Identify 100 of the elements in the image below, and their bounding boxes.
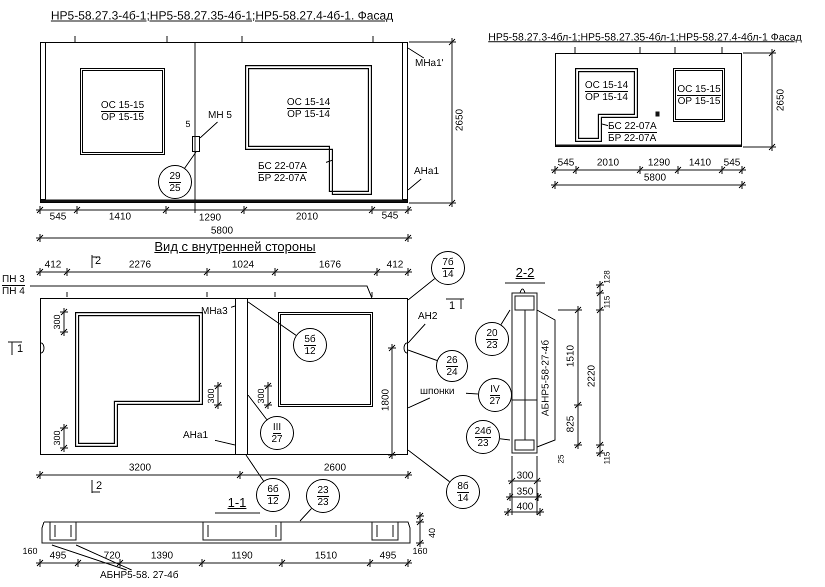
dimension-value: 300 xyxy=(52,430,62,446)
leader-line xyxy=(408,350,438,361)
part-label: МНа3 xyxy=(201,306,231,318)
callout-number: 14 xyxy=(457,492,469,504)
dimension-value: 300 xyxy=(256,388,266,404)
part-label: АНа1 xyxy=(183,430,215,443)
dimension-value: 1800 xyxy=(380,388,392,412)
dimension-value: 300 xyxy=(516,470,534,482)
dimension-value: 160 xyxy=(22,546,38,556)
dimension-value: 1290 xyxy=(648,158,670,168)
dimension-value: 2650 xyxy=(454,108,466,132)
callout-circle xyxy=(293,328,327,362)
leader-line xyxy=(248,301,296,336)
callout-number: 7б xyxy=(442,256,454,268)
callout-number: 23 xyxy=(477,438,489,448)
callout-circle xyxy=(478,378,512,412)
part-label: АБНР5-58-27-4б xyxy=(540,340,552,416)
part-label: ОР 15-15 xyxy=(101,112,144,123)
part-label: ОР 15-15 xyxy=(678,96,720,106)
callout-number: 24б xyxy=(474,426,492,438)
callout-number: 14 xyxy=(442,268,454,280)
callout-number: 6б xyxy=(267,484,279,496)
part-label: ОР 15-14 xyxy=(585,92,628,103)
leader-line xyxy=(246,454,264,482)
dimension-value: 495 xyxy=(50,550,66,562)
section-mark: 2 xyxy=(96,480,102,492)
part-label: БР 22-07А xyxy=(258,173,306,184)
part-label: ОР 15-14 xyxy=(287,109,330,120)
dimension-value: 545 xyxy=(382,210,398,222)
callout-number: 23 xyxy=(486,340,498,350)
leader-line xyxy=(30,286,372,298)
part-label: БР 22-07А xyxy=(608,133,656,144)
dimension-value: 2600 xyxy=(324,462,346,474)
dimension-value: 2650 xyxy=(776,88,786,112)
section-title: 1-1 xyxy=(228,496,246,510)
dimension-value: 5800 xyxy=(644,172,666,184)
leader-line xyxy=(326,160,334,163)
callout-circle xyxy=(260,416,294,450)
part-label: ОС 15-15 xyxy=(100,100,144,112)
leader-line xyxy=(230,306,236,308)
view-title: НР5-58.27.3-4б-1;НР5-58.27.35-4б-1;НР5-58.27.4-4б-1. Фасад xyxy=(50,10,394,22)
dimension-value: 1676 xyxy=(318,260,342,270)
section-mark: 1 xyxy=(448,300,456,312)
leader-line xyxy=(408,398,430,408)
part-label: БС 22-07А xyxy=(608,121,657,133)
dimension-value: 300 xyxy=(206,388,216,404)
leader-line xyxy=(408,48,424,58)
dimension-value: 40 xyxy=(427,528,437,538)
leader-line xyxy=(214,440,236,446)
part-label: АБНР5-58. 27-4б xyxy=(100,570,192,583)
dimension-value: 412 xyxy=(44,260,62,270)
callout-number: 8б xyxy=(457,480,469,492)
callout-number: 12 xyxy=(267,496,279,506)
callout-number: 24 xyxy=(446,366,458,378)
callout-number: 12 xyxy=(304,346,316,356)
callout-number: 27 xyxy=(271,434,283,444)
dimension-value: 1190 xyxy=(231,550,253,562)
part-label: АНа1 xyxy=(414,166,444,179)
dimension-value: 1290 xyxy=(198,212,222,224)
callout-circle xyxy=(256,478,290,512)
part-label: шпонки xyxy=(420,386,466,398)
dimension-value: 545 xyxy=(558,158,574,168)
leader-line xyxy=(500,310,510,326)
section-title: 2-2 xyxy=(516,266,534,280)
leader-line xyxy=(408,324,426,344)
dimension-value: 825 xyxy=(566,416,576,432)
leader-line xyxy=(51,544,128,570)
part-label: ОС 15-14 xyxy=(286,97,330,109)
part-label: ПН 3 xyxy=(2,274,25,286)
section-mark: 1 xyxy=(16,343,24,355)
dimension-value: 25 xyxy=(556,454,566,464)
dimension-value: 495 xyxy=(380,550,396,562)
callout-circle xyxy=(158,165,192,199)
dimension-value: 2010 xyxy=(596,158,620,168)
callout-circle xyxy=(436,350,468,382)
callout-number: 29 xyxy=(169,170,181,182)
callout-circle xyxy=(466,420,500,454)
dimension-value: 350 xyxy=(516,486,534,498)
wall-panel xyxy=(40,298,408,455)
leader-line xyxy=(408,178,422,190)
window-opening xyxy=(245,65,372,195)
callout-number: 23 xyxy=(317,496,329,508)
dimension-value: 545 xyxy=(50,212,66,222)
wall-panel xyxy=(40,42,408,203)
leader-line xyxy=(466,392,478,394)
callout-number: 23 xyxy=(317,484,329,496)
part-label: ПН 4 xyxy=(2,286,25,297)
wall-element xyxy=(192,136,200,152)
dimension-value: 1510 xyxy=(314,550,338,562)
callout-circle xyxy=(475,322,509,356)
window-opening xyxy=(80,68,165,155)
dimension-value: 300 xyxy=(52,314,62,330)
callout-number: IV xyxy=(490,384,500,396)
view-title: Вид с внутренней стороны xyxy=(154,240,316,254)
part-label: МНа1' xyxy=(415,58,453,71)
dimension-value: 2276 xyxy=(128,260,152,270)
part-label: ОС 15-15 xyxy=(677,84,721,96)
dimension-value: 115 xyxy=(602,296,612,308)
leader-line xyxy=(408,278,436,300)
dimension-value: 160 xyxy=(412,546,428,556)
